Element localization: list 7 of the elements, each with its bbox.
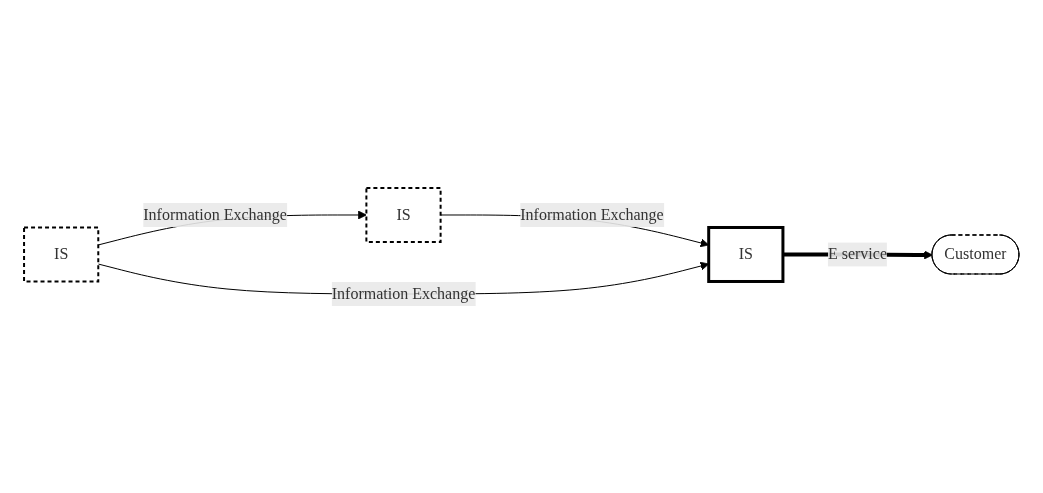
node-box: IS xyxy=(365,186,442,243)
edge-label: E service xyxy=(827,244,887,262)
edge-label: Information Exchange xyxy=(331,284,476,302)
node-box: IS xyxy=(23,226,100,282)
edge-label: Information Exchange xyxy=(143,205,287,223)
node-box: IS xyxy=(707,225,785,283)
edge-label: Information Exchange xyxy=(520,205,664,223)
